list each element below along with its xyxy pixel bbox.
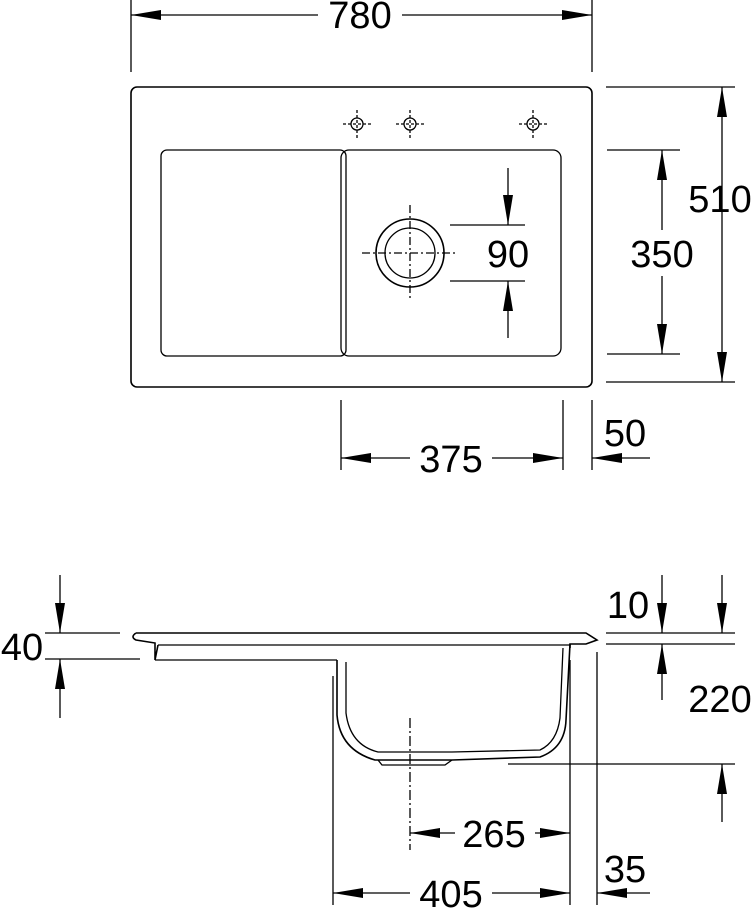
bowl-outline xyxy=(340,149,562,357)
drainer-area xyxy=(160,149,347,357)
dim-bowl-width: 375 xyxy=(340,400,564,481)
dim-bowl-overall-label: 405 xyxy=(419,874,482,910)
dim-bowl-height-label: 220 xyxy=(688,679,751,721)
dim-drain-diameter-label: 90 xyxy=(487,234,529,276)
dim-drain-diameter: 90 xyxy=(450,168,529,338)
dim-edge-offset: 50 xyxy=(591,400,650,470)
top-view: 780 510 350 90 xyxy=(130,0,752,481)
side-view: 40 10 220 265 xyxy=(1,575,752,910)
drain-symbol xyxy=(362,205,458,300)
dim-bowl-depth: 350 xyxy=(607,149,694,355)
tap-hole-markers xyxy=(343,110,547,138)
dim-bowl-depth-label: 350 xyxy=(630,234,693,276)
dim-rear-offset-label: 35 xyxy=(604,849,646,891)
dim-overall-depth: 510 xyxy=(606,86,752,383)
dim-bowl-height: 220 xyxy=(508,575,752,822)
sink-rim-profile xyxy=(132,632,599,661)
dim-rim-height: 40 xyxy=(1,575,140,718)
dim-bowl-overall: 405 xyxy=(332,652,598,910)
dim-overall-width: 780 xyxy=(130,0,593,72)
dim-overall-width-label: 780 xyxy=(328,0,391,37)
dim-bowl-width-label: 375 xyxy=(419,439,482,481)
dim-drain-offset: 265 xyxy=(410,814,570,856)
dim-rear-offset: 35 xyxy=(597,849,650,898)
dim-rim-height-label: 40 xyxy=(1,627,43,669)
sink-outline xyxy=(130,86,593,388)
dim-rim-thickness: 10 xyxy=(606,575,735,700)
dim-overall-depth-label: 510 xyxy=(688,179,751,221)
dim-drain-offset-label: 265 xyxy=(462,814,525,856)
bowl-profile xyxy=(336,643,571,761)
dim-edge-offset-label: 50 xyxy=(604,413,646,455)
dim-rim-thickness-label: 10 xyxy=(607,585,649,627)
